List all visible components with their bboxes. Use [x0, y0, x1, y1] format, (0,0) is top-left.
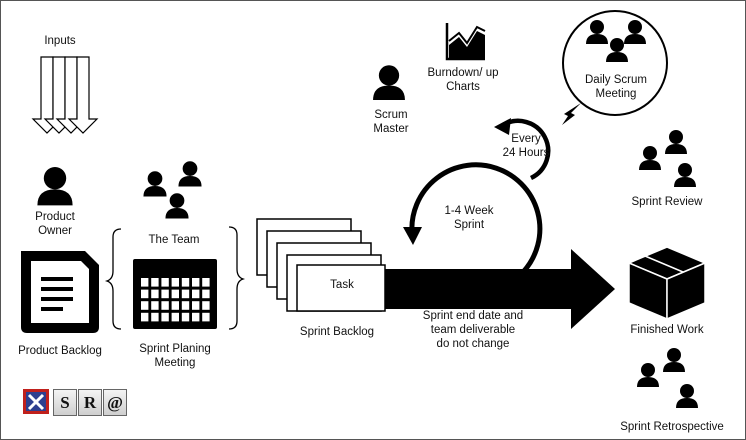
- finished-work-label: Finished Work: [630, 324, 704, 336]
- calendar-cell: [161, 301, 169, 310]
- calendar-cell: [202, 312, 210, 322]
- calendar-cell: [171, 301, 179, 310]
- calendar-cell: [141, 289, 149, 299]
- sprint-backlog-label: Sprint Backlog: [299, 326, 375, 338]
- sprint-retrospective-people-icon: [637, 348, 698, 408]
- calendar-cell: [202, 289, 210, 299]
- inputs-arrows-icon: [31, 56, 99, 134]
- sprint-retrospective-label: Sprint Retrospective: [620, 421, 724, 433]
- calendar-cell: [171, 289, 179, 299]
- sprint-backlog-stack: [256, 218, 386, 312]
- sprint-planning-label: Sprint Planing Meeting: [139, 343, 211, 369]
- calendar-cell: [161, 312, 169, 322]
- calendar-cell: [202, 301, 210, 310]
- calendar-cell: [151, 289, 159, 299]
- document-icon: [21, 251, 99, 333]
- calendar-cell: [181, 289, 190, 299]
- calendar-cell: [151, 312, 159, 322]
- sprint-arrow: [385, 249, 615, 329]
- calendar-cell: [181, 301, 190, 310]
- week-sprint-label: 1-4 Week Sprint: [444, 205, 494, 231]
- sprint-note-label: Sprint end date and team deliverable do …: [422, 310, 524, 350]
- calendar-cell: [171, 278, 179, 287]
- calendar-cell: [141, 301, 149, 310]
- finished-work-box-icon: [628, 246, 706, 320]
- logo-letter-r: R: [78, 389, 102, 416]
- lightning-icon: [562, 103, 581, 125]
- sprint-cycle-arrow: [409, 162, 543, 273]
- calendar-cell: [192, 289, 200, 299]
- sprint-review-label: Sprint Review: [631, 196, 703, 208]
- inputs-label: Inputs: [44, 35, 76, 47]
- product-backlog-label: Product Backlog: [18, 345, 102, 357]
- task-label: Task: [330, 279, 354, 291]
- burndown-label: Burndown/ up Charts: [427, 67, 499, 93]
- calendar-cell: [181, 278, 190, 287]
- scrum-master-label: Scrum Master: [373, 109, 409, 135]
- calendar-cell: [181, 312, 190, 322]
- burndown-chart-icon: [445, 23, 486, 61]
- every-24-hours-label: Every 24 Hours: [502, 133, 550, 159]
- logo-x-icon: [23, 389, 49, 414]
- calendar-cell: [192, 301, 200, 310]
- calendar-cell: [161, 289, 169, 299]
- logo-letter-s: S: [53, 389, 77, 416]
- sprint-review-people-icon: [639, 130, 696, 187]
- the-team-label: The Team: [148, 234, 200, 246]
- braces: [104, 226, 246, 330]
- calendar-cell: [141, 278, 149, 287]
- calendar-cell: [141, 312, 149, 322]
- calendar-cell: [192, 278, 200, 287]
- calendar-cell: [202, 278, 210, 287]
- calendar-icon: [133, 259, 217, 329]
- calendar-cell: [171, 312, 179, 322]
- logo-letter-at: @: [103, 389, 127, 416]
- daily-cycle-arrow: [501, 118, 551, 181]
- scrum-master-icon: [373, 65, 405, 101]
- calendar-cell: [192, 312, 200, 322]
- calendar-cell: [151, 278, 159, 287]
- daily-arrowhead-icon: [494, 118, 511, 135]
- calendar-cell: [151, 301, 159, 310]
- cycle-arrowhead-icon: [403, 227, 422, 245]
- product-owner-icon: [37, 167, 73, 206]
- calendar-cell: [161, 278, 169, 287]
- daily-scrum-label: Daily Scrum Meeting: [585, 74, 647, 100]
- team-icon: [143, 161, 202, 219]
- product-owner-label: Product Owner: [35, 211, 75, 237]
